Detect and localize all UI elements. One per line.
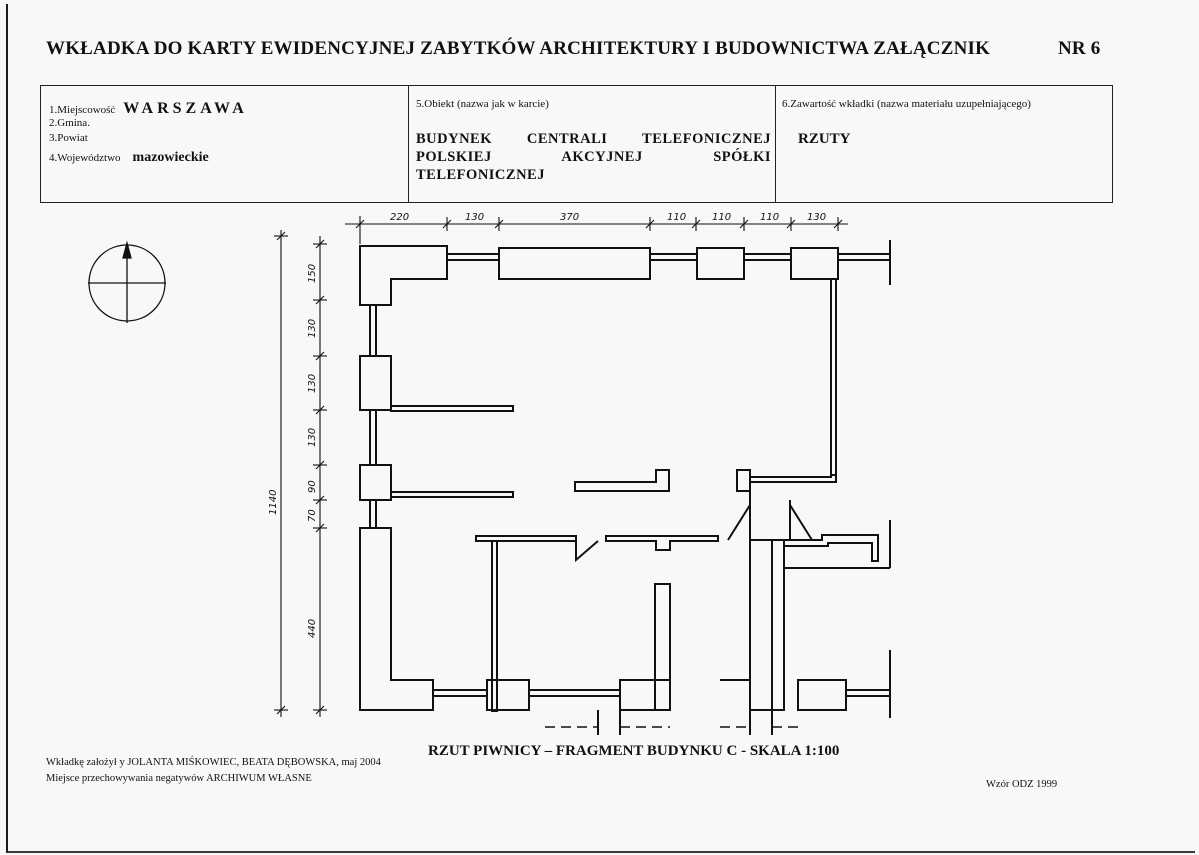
dim-left-3: 130 (307, 374, 318, 393)
dim-left-6: 70 (307, 509, 318, 522)
dim-top-5: 110 (712, 212, 731, 223)
location-cell: 1.Miejscowość WARSZAWA 2.Gmina. 3.Powiat… (41, 86, 409, 202)
top-dimension-line (345, 216, 848, 244)
storage-note: Miejsce przechowywania negatywów ARCHIWU… (46, 773, 312, 784)
left-dimension-lines (274, 230, 327, 717)
dim-left-7: 440 (307, 619, 318, 638)
dim-top-6: 110 (760, 212, 779, 223)
object-cell: 5.Obiekt (nazwa jak w karcie) BUDYNEK CE… (409, 86, 776, 202)
dim-top-7: 130 (807, 212, 826, 223)
locality-label: 1.Miejscowość (49, 104, 116, 116)
north-arrow-icon (88, 240, 166, 323)
locality-value: WARSZAWA (123, 100, 248, 117)
object-name: BUDYNEK CENTRALI TELEFONICZNEJ POLSKIEJ … (416, 131, 771, 183)
drawing-caption: RZUT PIWNICY – FRAGMENT BUDYNKU C - SKAL… (428, 743, 840, 759)
district-label: 3.Powiat (49, 132, 88, 144)
template-note: Wzór ODZ 1999 (986, 779, 1058, 790)
dim-left-1: 150 (307, 264, 318, 283)
dim-top-1: 220 (390, 212, 409, 223)
document-title: WKŁADKA DO KARTY EWIDENCYJNEJ ZABYTKÓW A… (46, 38, 1156, 60)
insert-cell: 6.Zawartość wkładki (nazwa materiału uzu… (776, 86, 1112, 202)
insert-content: RZUTY (798, 131, 851, 147)
dim-total-height: 1140 (268, 490, 279, 515)
document-sheet (6, 4, 1195, 853)
attachment-number: NR 6 (1058, 38, 1101, 59)
dim-top-3: 370 (560, 212, 579, 223)
dim-left-2: 130 (307, 319, 318, 338)
dim-left-4: 130 (307, 428, 318, 447)
dim-top-4: 110 (667, 212, 686, 223)
voivodeship-label: 4.Województwo (49, 152, 121, 164)
dim-left-5: 90 (307, 480, 318, 493)
insert-label: 6.Zawartość wkładki (nazwa materiału uzu… (782, 98, 1031, 110)
title-text: WKŁADKA DO KARTY EWIDENCYJNEJ ZABYTKÓW A… (46, 38, 991, 59)
voivodeship-value: mazowieckie (132, 150, 209, 165)
dim-top-2: 130 (465, 212, 484, 223)
plan-walls (359, 240, 891, 735)
object-label: 5.Obiekt (nazwa jak w karcie) (416, 98, 549, 110)
info-table: 1.Miejscowość WARSZAWA 2.Gmina. 3.Powiat… (40, 85, 1113, 203)
author-note: Wkładkę założył y JOLANTA MIŚKOWIEC, BEA… (46, 757, 381, 768)
commune-label: 2.Gmina. (49, 117, 90, 129)
